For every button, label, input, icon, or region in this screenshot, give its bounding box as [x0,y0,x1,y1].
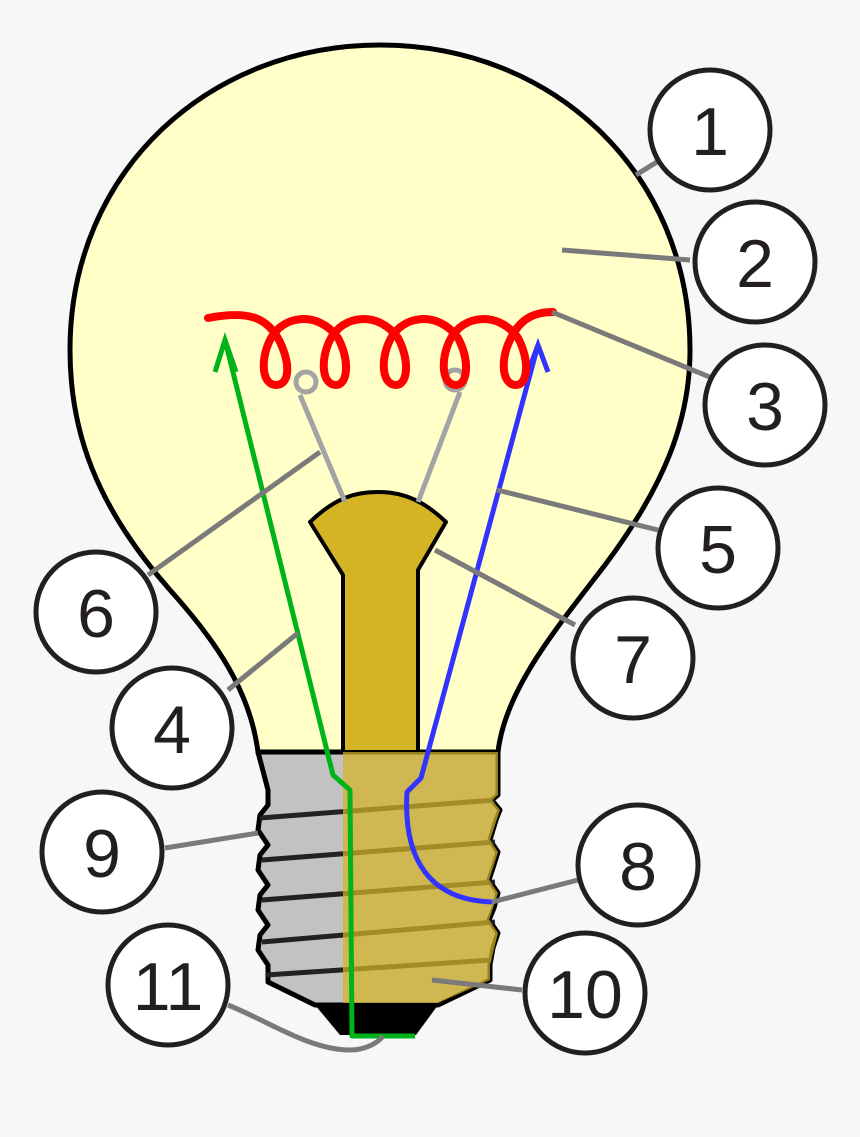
callout-3: 3 [702,342,828,468]
lead-wire-left [222,339,415,1039]
glass-stem [308,490,448,754]
callout-11-label: 11 [133,949,204,1025]
leader-8 [491,877,579,905]
leader-6 [146,449,322,578]
lead-wire-left-tip [212,331,239,373]
leader-3 [551,309,713,381]
callout-10-label: 10 [547,957,623,1033]
callout-6-label: 6 [77,576,115,652]
leader-1 [634,157,662,178]
callout-9: 9 [39,789,165,915]
callout-7: 7 [570,595,696,721]
callout-10: 10 [522,930,648,1056]
callout-3-label: 3 [746,369,784,445]
filament-coil [204,308,557,390]
leader-10 [431,977,523,993]
callout-5-label: 5 [699,512,737,588]
stem-lower-right [418,752,500,1003]
leader-7 [433,547,577,628]
leader-lines [146,157,713,1053]
callout-1-label: 1 [691,94,729,170]
lead-wire-right [404,344,541,905]
stem-lower [343,752,418,1003]
callout-8: 8 [575,802,701,928]
leader-2 [561,247,691,263]
callout-9-label: 9 [83,816,121,892]
leader-11 [227,1002,386,1053]
callout-8-label: 8 [619,829,657,905]
callout-1: 1 [647,67,773,193]
callout-5: 5 [655,485,781,611]
glass-bulb [67,42,693,755]
lead-wire-right-tip [525,337,551,373]
base-contact [315,1005,438,1035]
callout-11: 11 [105,922,231,1048]
callout-4-label: 4 [153,692,191,768]
leader-4 [226,631,300,692]
callout-2: 2 [692,199,818,325]
callout-2-label: 2 [736,226,774,302]
leader-9 [164,830,259,851]
callout-6: 6 [33,549,159,675]
callout-4: 4 [109,665,235,791]
callout-7-label: 7 [614,622,652,698]
leader-5 [496,487,659,533]
